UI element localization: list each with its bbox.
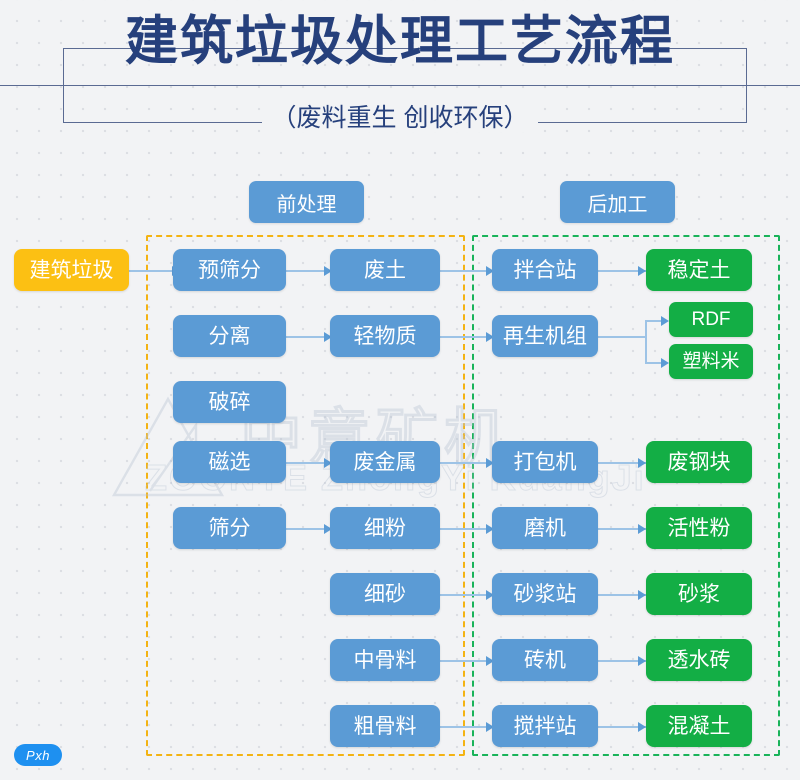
connector-recycleunit-split xyxy=(645,320,647,363)
page-subtitle-text: （废料重生 创收环保） xyxy=(261,104,539,132)
node-equipment-recycling-unit[interactable]: 再生机组 xyxy=(492,315,598,357)
arrowhead xyxy=(486,266,494,276)
pre-treatment-zone xyxy=(146,235,465,756)
arrowhead xyxy=(324,524,332,534)
arrowhead xyxy=(638,266,646,276)
arrowhead xyxy=(638,656,646,666)
node-equipment-brick-machine[interactable]: 砖机 xyxy=(492,639,598,681)
node-material-light-material[interactable]: 轻物质 xyxy=(330,315,440,357)
node-product-permeable-brick[interactable]: 透水砖 xyxy=(646,639,752,681)
arrowhead xyxy=(638,590,646,600)
node-material-coarse-aggregate[interactable]: 粗骨料 xyxy=(330,705,440,747)
arrowhead xyxy=(486,656,494,666)
node-material-scrap-metal[interactable]: 废金属 xyxy=(330,441,440,483)
node-material-waste-soil[interactable]: 废土 xyxy=(330,249,440,291)
node-process-prescreening[interactable]: 预筛分 xyxy=(173,249,286,291)
connector-screening-to-finepowder xyxy=(286,528,330,530)
node-material-fine-powder[interactable]: 细粉 xyxy=(330,507,440,549)
header-rule xyxy=(0,85,800,86)
node-process-magnetic-separation[interactable]: 磁选 xyxy=(173,441,286,483)
node-product-plastic-pellet[interactable]: 塑料米 xyxy=(669,344,753,379)
node-product-concrete[interactable]: 混凝土 xyxy=(646,705,752,747)
arrowhead xyxy=(324,266,332,276)
connector-wastesoil-to-mixingstation xyxy=(440,270,492,272)
connector-recycleunit-to-plasticpellet xyxy=(645,362,667,364)
arrowhead xyxy=(324,458,332,468)
arrowhead xyxy=(486,524,494,534)
connector-brickmachine-to-permeablebrick xyxy=(598,660,646,662)
corner-badge: Pxh xyxy=(14,744,62,766)
node-equipment-mill[interactable]: 磨机 xyxy=(492,507,598,549)
arrowhead xyxy=(486,722,494,732)
node-material-medium-aggregate[interactable]: 中骨料 xyxy=(330,639,440,681)
connector-scrapmetal-to-balingmachine xyxy=(440,462,492,464)
connector-mediumaggregate-to-brickmachine xyxy=(440,660,492,662)
arrowhead xyxy=(661,316,669,326)
node-product-rdf[interactable]: RDF xyxy=(669,302,753,337)
connector-concretestation-to-concrete xyxy=(598,726,646,728)
page-subtitle: （废料重生 创收环保） xyxy=(0,98,800,134)
connector-finepowder-to-mill xyxy=(440,528,492,530)
connector-mill-to-activepowder xyxy=(598,528,646,530)
arrowhead xyxy=(486,332,494,342)
arrowhead xyxy=(486,458,494,468)
arrowhead xyxy=(638,458,646,468)
arrowhead xyxy=(324,332,332,342)
connector-mortarstation-to-mortar xyxy=(598,594,646,596)
node-product-mortar[interactable]: 砂浆 xyxy=(646,573,752,615)
connector-separation-to-lightmaterial xyxy=(286,336,330,338)
post-processing-zone xyxy=(472,235,780,756)
arrowhead xyxy=(486,590,494,600)
node-product-scrap-steel-block[interactable]: 废钢块 xyxy=(646,441,752,483)
node-equipment-mixing-station[interactable]: 拌合站 xyxy=(492,249,598,291)
node-process-screening[interactable]: 筛分 xyxy=(173,507,286,549)
connector-magneticsep-to-scrapmetal xyxy=(286,462,330,464)
node-product-stabilized-soil[interactable]: 稳定土 xyxy=(646,249,752,291)
connector-source-to-prescreen xyxy=(129,270,179,272)
connector-recycleunit-stem xyxy=(598,336,646,338)
node-source-construction-waste[interactable]: 建筑垃圾 xyxy=(14,249,129,291)
node-equipment-baling-machine[interactable]: 打包机 xyxy=(492,441,598,483)
node-process-separation[interactable]: 分离 xyxy=(173,315,286,357)
section-tag-pre-treatment: 前处理 xyxy=(249,181,364,223)
section-tag-post-processing: 后加工 xyxy=(560,181,675,223)
connector-recycleunit-to-rdf xyxy=(645,320,667,322)
connector-coarseaggregate-to-concretestation xyxy=(440,726,492,728)
connector-finesand-to-mortarstation xyxy=(440,594,492,596)
connector-mixingstation-to-stabilizedsoil xyxy=(598,270,646,272)
header-band: 建筑垃圾处理工艺流程 （废料重生 创收环保） xyxy=(0,0,800,150)
node-equipment-mortar-station[interactable]: 砂浆站 xyxy=(492,573,598,615)
node-process-crushing[interactable]: 破碎 xyxy=(173,381,286,423)
arrowhead xyxy=(638,524,646,534)
connector-balingmachine-to-scrapsteelblock xyxy=(598,462,646,464)
connector-prescreen-to-wastesoil xyxy=(286,270,330,272)
arrowhead xyxy=(638,722,646,732)
node-product-active-powder[interactable]: 活性粉 xyxy=(646,507,752,549)
page-title: 建筑垃圾处理工艺流程 xyxy=(125,12,675,71)
connector-lightmaterial-to-recycleunit xyxy=(440,336,492,338)
arrowhead xyxy=(661,358,669,368)
node-material-fine-sand[interactable]: 细砂 xyxy=(330,573,440,615)
node-equipment-concrete-mixing-station[interactable]: 搅拌站 xyxy=(492,705,598,747)
